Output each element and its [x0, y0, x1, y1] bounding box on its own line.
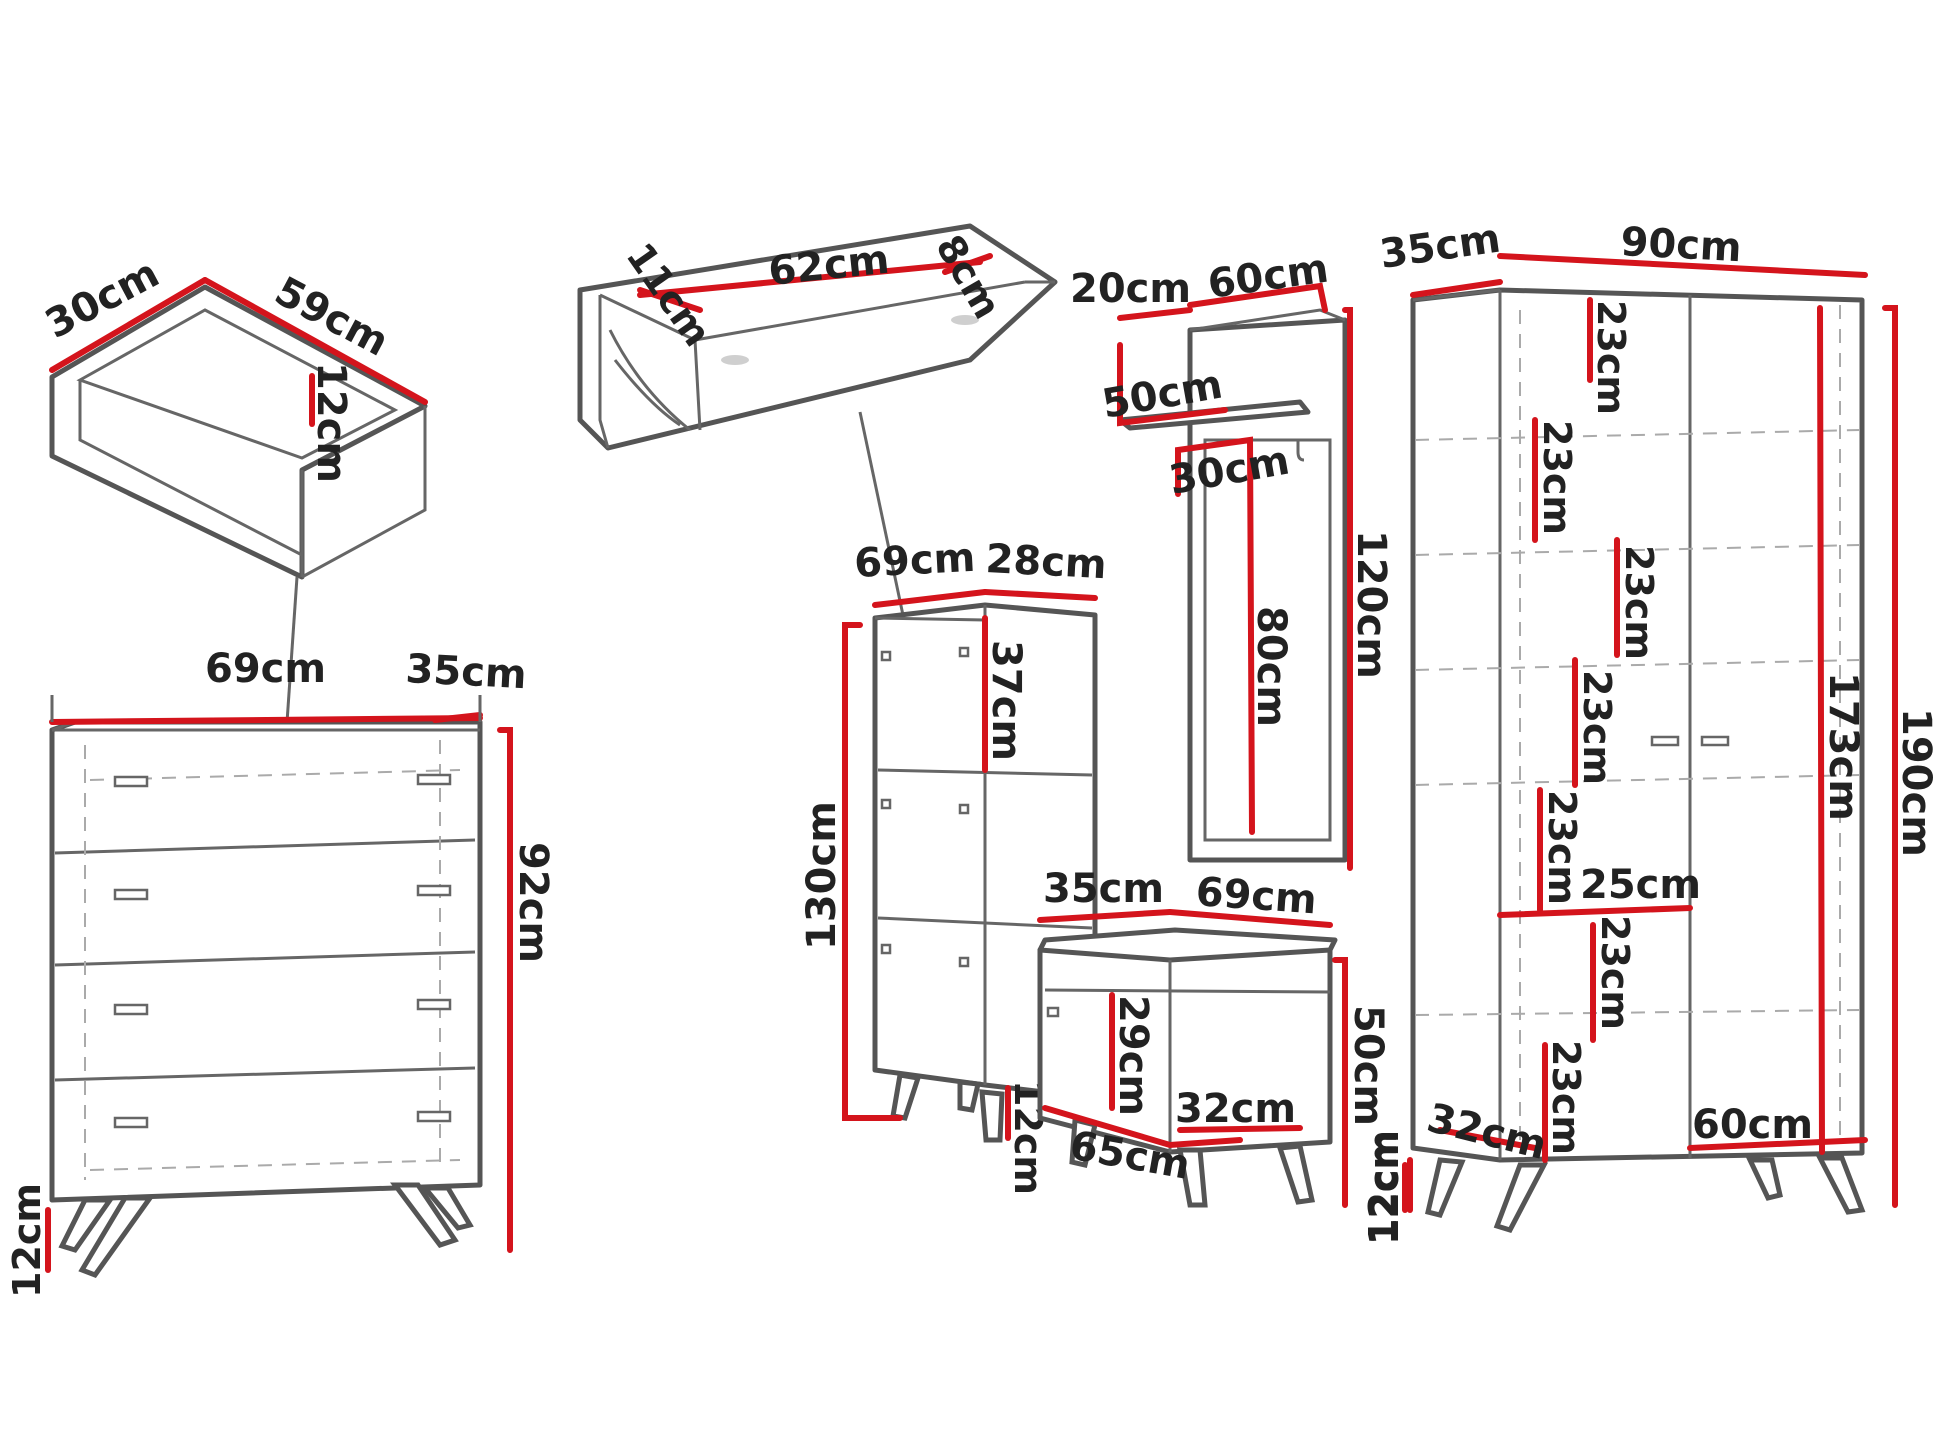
bench-inner-depth-label: 32cm [1175, 1086, 1296, 1132]
bench-width-label: 69cm [1194, 869, 1318, 923]
bench-figure [1037, 909, 1413, 1213]
wardrobe-shelf-gap-6: 23cm [1593, 915, 1637, 1030]
wardrobe-shelf-gap-4: 23cm [1575, 670, 1619, 785]
bench-depth-label: 35cm [1043, 866, 1164, 912]
mirror-height-label: 80cm [1248, 606, 1294, 727]
shoe-cabinet-height-label: 130cm [799, 801, 845, 950]
wardrobe-legs-label: 12cm [1361, 1130, 1405, 1245]
wardrobe-inner-width-label: 60cm [1692, 1102, 1813, 1148]
mirror-panel-height-label: 120cm [1348, 530, 1394, 679]
dresser-depth-label: 35cm [404, 646, 527, 698]
wardrobe-shelf-gap-5: 23cm [1540, 790, 1584, 905]
bench-legs-label: 12cm [1363, 1130, 1407, 1245]
wardrobe-shelf-gap-7: 23cm [1544, 1040, 1588, 1155]
wardrobe-shelf-gap-1: 23cm [1589, 300, 1633, 415]
dresser-figure [45, 695, 513, 1279]
dresser-legs-label: 12cm [5, 1183, 49, 1298]
shoe-cabinet-compartment-label: 37cm [983, 640, 1029, 761]
dresser-height-label: 92cm [510, 842, 556, 963]
drawer-height-label: 12cm [308, 362, 354, 483]
wardrobe-partition-label: 25cm [1580, 862, 1701, 908]
mirror-panel-width-label: 60cm [1205, 246, 1331, 308]
mirror-shelf-depth-label: 20cm [1070, 266, 1191, 312]
wall-shelf-figure [577, 223, 1058, 687]
bench-height-label: 50cm [1345, 1005, 1391, 1126]
wardrobe-inner-height-label: 173cm [1820, 672, 1866, 821]
dresser-width-label: 69cm [205, 646, 326, 692]
mirror-panel-figure [1117, 282, 1353, 871]
wardrobe-shelf-gap-3: 23cm [1617, 545, 1661, 660]
wardrobe-depth-label: 35cm [1377, 216, 1503, 278]
wardrobe-height-label: 190cm [1893, 708, 1939, 857]
shoe-cabinet-width-label: 69cm [853, 535, 976, 587]
wardrobe-shelf-gap-2: 23cm [1535, 420, 1579, 535]
wardrobe-figure [1402, 253, 1898, 1234]
bench-inner-height-label: 29cm [1110, 995, 1156, 1116]
drawer-figure [49, 277, 428, 796]
wardrobe-width-label: 90cm [1619, 219, 1742, 271]
shoe-cabinet-depth-label: 28cm [984, 536, 1107, 588]
